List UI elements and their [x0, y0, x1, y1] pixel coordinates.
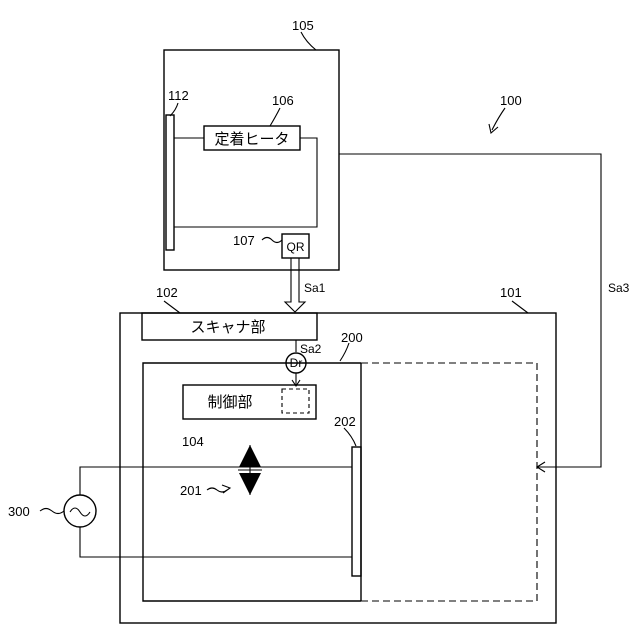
ref-102: 102: [156, 285, 178, 300]
drive-electrode: 202: [334, 414, 361, 576]
ref-112: 112: [168, 88, 189, 103]
ref-300: 300: [8, 504, 30, 519]
ref-106: 106: [272, 93, 294, 108]
qr-label: QR: [287, 240, 305, 254]
ac-power: 300: [8, 467, 352, 557]
signal-sa2-label: Sa2: [300, 342, 322, 356]
signal-sa3-label: Sa3: [608, 281, 630, 295]
drive-circuit-board: 200: [143, 330, 537, 601]
signal-sa1-arrow: Sa1: [285, 258, 326, 312]
scanner-unit-label: スキャナ部: [190, 318, 265, 336]
driver-label: Dr: [290, 356, 303, 370]
ref-101: 101: [500, 285, 522, 300]
system-ref: 100: [489, 93, 522, 133]
signal-sa1: Sa1: [304, 281, 326, 295]
ref-107: 107: [233, 233, 255, 248]
ref-105: 105: [292, 18, 314, 33]
qr-code: QR 107: [233, 233, 309, 258]
ref-202: 202: [334, 414, 356, 429]
fixing-heater-label: 定着ヒータ: [214, 130, 289, 148]
control-unit-label: 制御部: [207, 393, 252, 411]
ref-104: 104: [182, 434, 204, 449]
ref-100: 100: [500, 93, 522, 108]
control-unit: 制御部 104: [182, 385, 316, 449]
image-forming-apparatus: 101: [120, 285, 556, 623]
fixing-heater: 定着ヒータ 106: [174, 93, 317, 227]
driver-circle: Dr: [286, 353, 306, 386]
ref-201: 201: [180, 483, 202, 498]
heater-electrode: 112: [166, 88, 189, 250]
triac: 201: [180, 445, 262, 498]
ref-200: 200: [341, 330, 363, 345]
